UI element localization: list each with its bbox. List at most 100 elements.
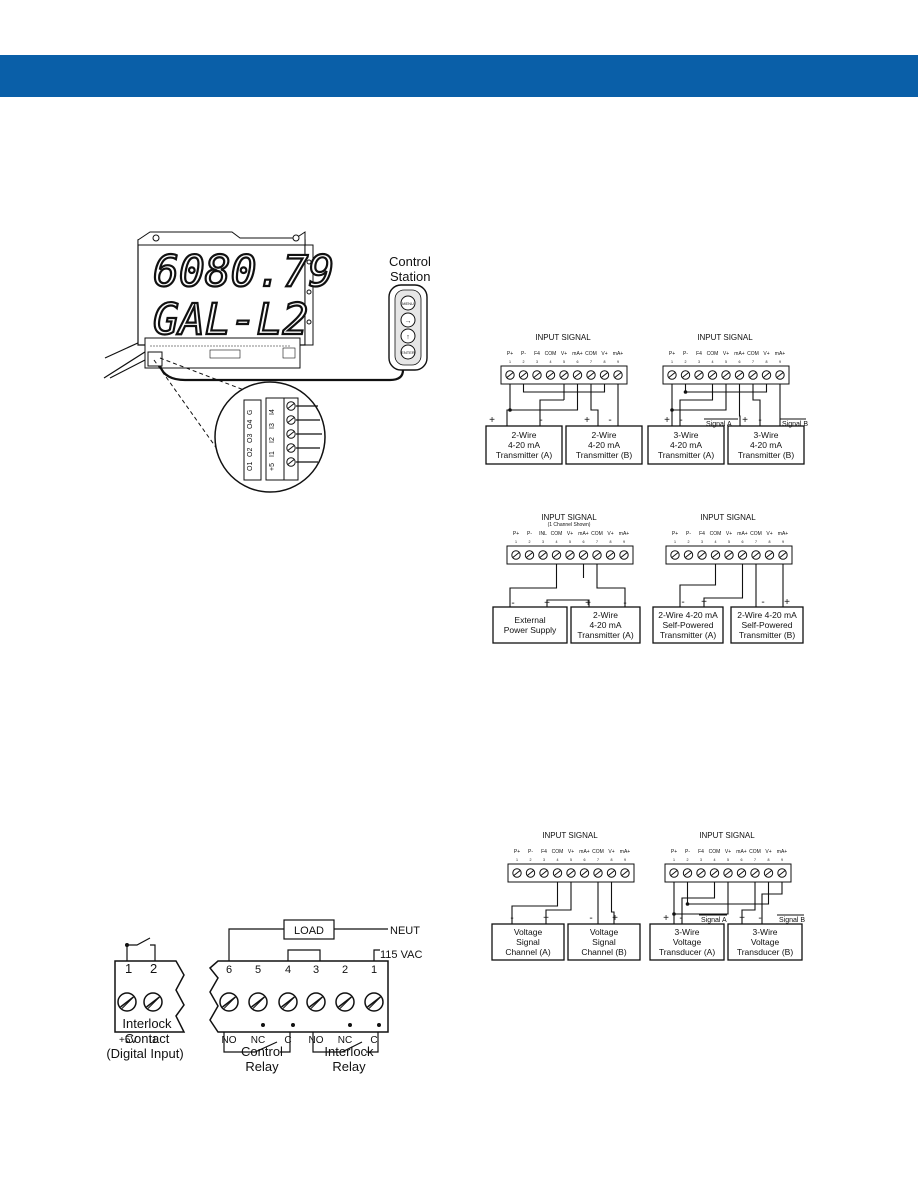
station-title1: Control — [389, 254, 431, 269]
meter-display-line1: 6080.79 — [153, 247, 334, 297]
d2-screw — [667, 370, 677, 380]
d3-pin-label: V+ — [567, 531, 573, 537]
relay-terminal-2: 2 — [342, 964, 348, 976]
zoom-left-o2: O2 — [247, 448, 254, 457]
d3-pin-number: 2 — [529, 540, 531, 544]
relay-label-no-2: NO — [309, 1035, 324, 1046]
d1-pin-label: V+ — [561, 351, 567, 357]
d6-screw — [682, 868, 693, 878]
plus-sign: + — [543, 913, 549, 924]
d4-box-b-label: 2-Wire 4-20 mA — [737, 610, 797, 620]
d4-screw — [697, 550, 707, 560]
junction-dot — [672, 912, 676, 916]
minus-sign: - — [679, 913, 682, 924]
d6-screw — [723, 868, 733, 878]
d3-box-a — [492, 606, 568, 644]
wire — [510, 384, 579, 411]
d3-box-a-label: Power Supply — [504, 625, 557, 635]
minus-sign: - — [758, 415, 761, 426]
zoom-right-i4: I4 — [269, 409, 276, 415]
control-station: Control Station MENU → ↑ ENTER — [388, 254, 431, 371]
terminal-zoom: O1 O2 O3 O4 G +5 I1 I2 I3 I4 — [214, 381, 326, 493]
d2-pin-number: 8 — [766, 360, 768, 364]
plus-sign: + — [742, 415, 748, 426]
relay-label-nc-2: NC — [338, 1035, 352, 1046]
d5-pin-label: P+ — [514, 849, 520, 855]
d4-box-a-label: Self-Powered — [662, 620, 713, 630]
d3-pin-label: V+ — [607, 531, 613, 537]
d3-pin-number: 4 — [556, 540, 558, 544]
minus-sign: - — [681, 597, 684, 608]
d6-pin-label: mA+ — [736, 849, 747, 855]
d2-pin-number: 2 — [685, 360, 687, 364]
interlock-caption2: Contact — [125, 1031, 170, 1046]
d5-pin-label: COM — [552, 849, 564, 855]
d4-pin-number: 6 — [742, 540, 744, 544]
d3-pin-label: mA+ — [619, 531, 630, 537]
relay-terminal-5: 5 — [255, 964, 261, 976]
minus-sign: - — [623, 598, 626, 609]
d4-screw — [683, 550, 694, 560]
wire — [761, 882, 783, 924]
minus-sign: - — [510, 913, 513, 924]
d5-box-a-label: Signal — [516, 937, 540, 947]
d4-pin-number: 9 — [782, 540, 784, 544]
d3-box-a-label: External — [514, 615, 545, 625]
relay-terminal-4: 4 — [285, 964, 291, 976]
d4-screw — [751, 550, 761, 560]
d4-screw — [710, 550, 721, 560]
station-title2: Station — [390, 269, 430, 284]
d3-screw — [578, 550, 589, 560]
d5-pin-label: COM — [592, 849, 604, 855]
d3-box-b — [570, 606, 641, 644]
d3-pin-number: 1 — [515, 540, 517, 544]
d2-pin-label: mA+ — [734, 351, 745, 357]
meter-illustration: 6080.79 GAL-L2 O1 O2 O3 O4 G +5 I1 I2 I3… — [103, 231, 431, 493]
d4-pin-number: 3 — [701, 540, 703, 544]
d3-screw — [605, 550, 616, 560]
d2-pin-label: P+ — [669, 351, 675, 357]
d5-box-a-label: Voltage — [514, 927, 543, 937]
d2-screw — [734, 370, 745, 380]
d2-pin-number: 7 — [752, 360, 754, 364]
d4-pin-label: V+ — [726, 531, 732, 537]
d2-pin-label: V+ — [763, 351, 769, 357]
d1-box-b-label: Transmitter (B) — [576, 450, 633, 460]
wire — [752, 384, 761, 426]
interlock-contact-diagram: 1 2 +5V I1 Interlock Contact (Digital In… — [106, 937, 186, 1061]
d6-pin-number: 4 — [714, 858, 716, 862]
d6-pin-label: F4 — [698, 849, 704, 855]
d2-pin-number: 5 — [725, 360, 727, 364]
d3-pin-number: 9 — [623, 540, 625, 544]
d1-screw — [518, 370, 529, 380]
d4-screw — [724, 550, 734, 560]
d4-pin-number: 8 — [769, 540, 771, 544]
d2-box-b-label: 4-20 mA — [750, 440, 782, 450]
diagram-3wire-transmitters: INPUT SIGNALP+1P-2F43COM4V+5mA+6COM7V+8m… — [647, 333, 808, 465]
d2-pin-number: 4 — [712, 360, 714, 364]
d6-pin-label: COM — [749, 849, 761, 855]
d5-pin-number: 1 — [516, 858, 518, 862]
d6-pin-number: 7 — [754, 858, 756, 862]
d6-box-a — [649, 923, 725, 961]
d5-screw — [620, 868, 630, 878]
d6-pin-number: 1 — [673, 858, 675, 862]
d2-pin-label: mA+ — [775, 351, 786, 357]
diagram-external-supply: INPUT SIGNAL(1 Channel Shown)P+1P-2INL3C… — [492, 513, 641, 644]
station-enter-button: ENTER — [401, 350, 415, 355]
d2-box-b — [727, 425, 805, 465]
d1-pin-number: 4 — [550, 360, 552, 364]
d6-pin-label: COM — [709, 849, 721, 855]
d6-screw — [777, 868, 787, 878]
wiring-diagrams: INPUT SIGNALP+1P-2F43COM4V+5mA+6COM7V+8m… — [485, 333, 808, 961]
d6-title: INPUT SIGNAL — [699, 831, 755, 840]
relay-label-no-1: NO — [222, 1035, 237, 1046]
d1-pin-number: 6 — [577, 360, 579, 364]
d6-pin-number: 3 — [700, 858, 702, 862]
d4-screw — [778, 550, 788, 560]
d6-box-b — [727, 923, 803, 961]
d6-pin-number: 5 — [727, 858, 729, 862]
d2-screw — [748, 370, 758, 380]
d1-pin-number: 1 — [509, 360, 511, 364]
